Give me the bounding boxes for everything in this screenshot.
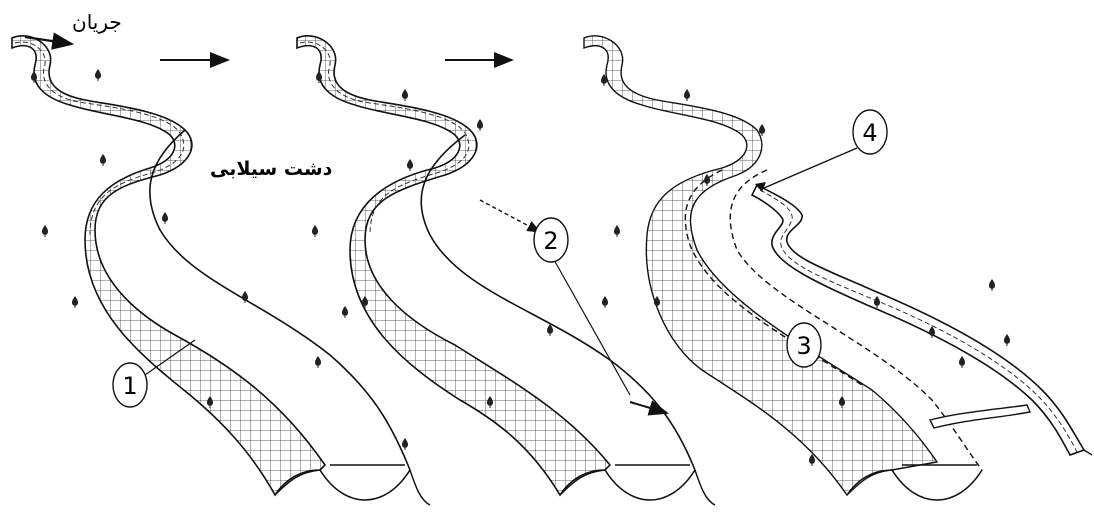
tree-icon [100,154,106,166]
tree-icon [407,159,413,171]
tree-icon [162,212,168,224]
tree-icon [312,225,318,237]
tree-icon [602,296,608,308]
tree-icon [42,225,48,237]
tree-icon [72,296,78,308]
tree-icon [477,119,483,131]
callout-2-label: 2 [543,227,558,255]
floodplain-label: دشت سیلابی [210,158,332,180]
tree-icon [959,356,965,368]
tree-icon [547,324,553,336]
abandoned-channel [584,36,937,495]
tree-icon [315,356,321,368]
tree-icon [402,89,408,101]
channel-band-2 [297,36,610,495]
tree-icon [614,225,620,237]
tree-icon [342,306,348,318]
tree-icon [989,279,995,291]
tree-icon [402,438,408,450]
callout-1-label: 1 [122,372,137,400]
callout-4-label: 4 [862,119,877,147]
tree-icon [684,89,690,101]
panel-3: 3 4 [584,36,1092,500]
tree-icon [1004,334,1010,346]
callout-3-label: 3 [796,332,811,360]
channel-band-1 [12,36,325,495]
cross-section-1 [320,465,410,500]
tree-icon [95,69,101,81]
flow-label: جریان [72,10,122,34]
